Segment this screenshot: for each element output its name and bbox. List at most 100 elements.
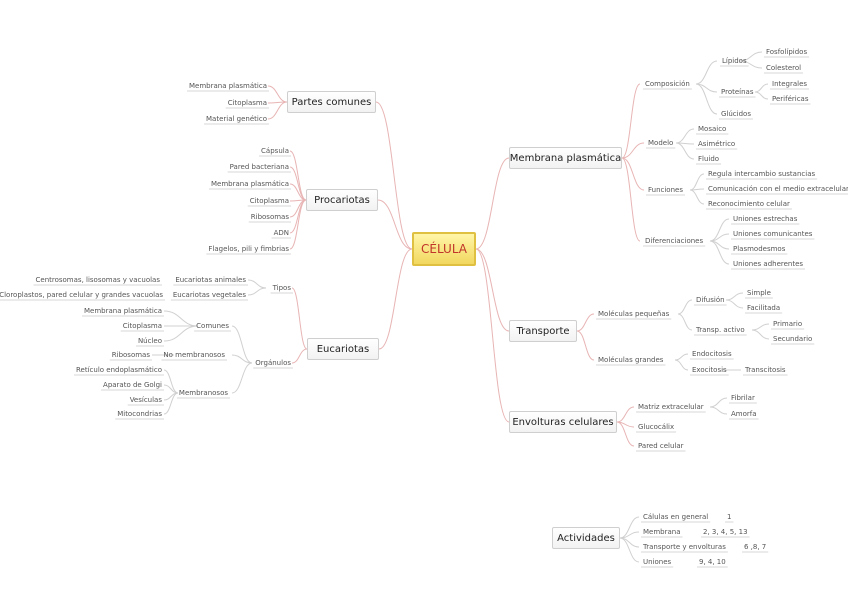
- node-actividad-2[interactable]: Membrana: [643, 528, 681, 536]
- node-simple[interactable]: Simple: [747, 289, 771, 297]
- node-comunes-item-2[interactable]: Núcleo: [137, 337, 162, 345]
- node-membranosos-item-0[interactable]: Retículo endoplasmático: [75, 366, 162, 374]
- node-funcion-1[interactable]: Regula intercambio sustancias: [708, 170, 816, 178]
- node-eucariotas-vegetales[interactable]: Eucariotas vegetales: [172, 291, 246, 299]
- topic-partes-comunes[interactable]: Partes comunes: [287, 91, 376, 113]
- node-fosfolipidos[interactable]: Fosfolípidos: [766, 48, 808, 56]
- node-organulos[interactable]: Orgánulos: [255, 359, 291, 367]
- topic-actividades[interactable]: Actividades: [552, 527, 620, 549]
- node-integrales[interactable]: Integrales: [772, 80, 808, 88]
- node-moleculas-grandes[interactable]: Moléculas grandes: [598, 356, 664, 364]
- node-secundario[interactable]: Secundario: [773, 335, 813, 343]
- central-topic[interactable]: CÉLULA: [412, 232, 476, 266]
- node-actividad-2-value: 2, 3, 4, 5, 13: [703, 528, 748, 536]
- node-funcion-3[interactable]: Reconocimiento celular: [708, 200, 790, 208]
- node-pared-celular[interactable]: Pared celular: [638, 442, 684, 450]
- node-actividad-3[interactable]: Transporte y envolturas: [643, 543, 726, 551]
- connector: [709, 397, 728, 408]
- connector: [621, 157, 645, 191]
- connector: [709, 406, 728, 415]
- node-membranosos-item-2[interactable]: Vesículas: [129, 396, 162, 404]
- node-diferenciacion-3[interactable]: Plasmodesmos: [733, 245, 786, 253]
- node-procariotas-item-2[interactable]: Membrana plasmática: [211, 180, 289, 188]
- connector: [677, 313, 693, 331]
- node-modelo[interactable]: Modelo: [648, 139, 674, 147]
- connector: [377, 199, 413, 250]
- node-transcitosis[interactable]: Transcitosis: [745, 366, 786, 374]
- topic-procariotas[interactable]: Procariotas: [306, 189, 378, 211]
- node-eucariotas-vegetales-detalle[interactable]: Cloroplastos, pared celular y grandes va…: [0, 291, 163, 299]
- node-amorfa[interactable]: Amorfa: [731, 410, 757, 418]
- node-primario[interactable]: Primario: [773, 320, 803, 328]
- node-ribosomas[interactable]: Ribosomas: [111, 351, 150, 359]
- node-difusion[interactable]: Difusión: [696, 296, 725, 304]
- node-facilitada[interactable]: Facilitada: [747, 304, 781, 312]
- node-fluido[interactable]: Fluido: [698, 155, 720, 163]
- node-transporte-activo[interactable]: Transp. activo: [696, 326, 745, 334]
- node-funciones[interactable]: Funciones: [648, 186, 683, 194]
- node-actividad-4[interactable]: Uniones: [643, 558, 672, 566]
- node-colesterol[interactable]: Colesterol: [766, 64, 802, 72]
- node-actividad-1-value: 1: [727, 513, 732, 521]
- node-diferenciacion-2[interactable]: Uniones comunicantes: [733, 230, 813, 238]
- node-moleculas-pequenas[interactable]: Moléculas pequeñas: [598, 310, 670, 318]
- node-procariotas-item-4[interactable]: Ribosomas: [250, 213, 289, 221]
- node-diferenciacion-1[interactable]: Uniones estrechas: [733, 215, 798, 223]
- node-membranosos-item-3[interactable]: Mitocondrias: [117, 410, 162, 418]
- connector: [231, 362, 253, 394]
- node-comunes-item-1[interactable]: Citoplasma: [122, 322, 162, 330]
- node-procariotas-item-5[interactable]: ADN: [273, 229, 289, 237]
- node-no-membranosos[interactable]: No membranosos: [163, 351, 225, 359]
- node-perifericas[interactable]: Periféricas: [772, 95, 809, 103]
- node-fibrilar[interactable]: Fibrilar: [731, 394, 755, 402]
- connector: [291, 348, 308, 364]
- node-procariotas-item-0[interactable]: Cápsula: [261, 147, 289, 155]
- node-proteinas[interactable]: Proteínas: [721, 88, 754, 96]
- connector: [576, 330, 595, 361]
- topic-eucariotas[interactable]: Eucariotas: [307, 338, 379, 360]
- node-eucariotas-animales-detalle[interactable]: Centrosomas, lisosomas y vacuolas: [35, 276, 161, 284]
- connector: [675, 142, 695, 160]
- node-partes-item-1[interactable]: Citoplasma: [227, 99, 267, 107]
- connector: [677, 299, 693, 315]
- topic-transporte[interactable]: Transporte: [509, 320, 577, 342]
- node-glucidos[interactable]: Glúcidos: [721, 110, 751, 118]
- connector: [163, 325, 199, 342]
- node-endocitosis[interactable]: Endocitosis: [692, 350, 732, 358]
- node-diferenciacion-4[interactable]: Uniones adherentes: [733, 260, 804, 268]
- connector: [621, 83, 641, 159]
- node-eucariotas-animales[interactable]: Eucariotas animales: [175, 276, 246, 284]
- connector: [709, 240, 730, 265]
- node-procariotas-item-3[interactable]: Citoplasma: [249, 197, 289, 205]
- node-comunes[interactable]: Comunes: [196, 322, 229, 330]
- node-actividad-1[interactable]: Cálulas en general: [643, 513, 709, 521]
- node-partes-item-0[interactable]: Membrana plasmática: [189, 82, 267, 90]
- node-asimetrico[interactable]: Asimétrico: [698, 140, 736, 148]
- connector: [674, 359, 689, 371]
- node-membranosos-item-1[interactable]: Aparato de Golgi: [103, 381, 162, 389]
- connector: [267, 101, 288, 120]
- node-lipidos[interactable]: Lípidos: [722, 57, 747, 65]
- topic-envolturas-celulares[interactable]: Envolturas celulares: [509, 411, 617, 433]
- node-composicion[interactable]: Composición: [645, 80, 690, 88]
- node-comunes-item-0[interactable]: Membrana plasmática: [84, 307, 162, 315]
- node-matriz-extracelular[interactable]: Matriz extracelular: [638, 403, 704, 411]
- connector: [621, 157, 641, 242]
- connector: [267, 85, 288, 103]
- connector: [695, 60, 718, 85]
- node-diferenciaciones[interactable]: Diferenciaciones: [645, 237, 704, 245]
- node-procariotas-item-1[interactable]: Pared bacteriana: [229, 163, 289, 171]
- node-glucocalix[interactable]: Glucocálix: [638, 423, 675, 431]
- node-mosaico[interactable]: Mosaico: [698, 125, 727, 133]
- node-tipos[interactable]: Tipos: [272, 284, 291, 292]
- connector: [739, 60, 763, 69]
- connector: [689, 173, 705, 191]
- node-partes-item-2[interactable]: Material genético: [206, 115, 267, 123]
- node-exocitosis[interactable]: Exocitosis: [692, 366, 727, 374]
- connector: [754, 83, 769, 93]
- node-membranosos[interactable]: Membranosos: [178, 389, 228, 397]
- node-procariotas-item-6[interactable]: Flagelos, pili y fimbrias: [208, 245, 289, 253]
- node-funcion-2[interactable]: Comunicación con el medio extracelular: [708, 185, 848, 193]
- topic-membrana-plasmatica[interactable]: Membrana plasmática: [509, 147, 622, 169]
